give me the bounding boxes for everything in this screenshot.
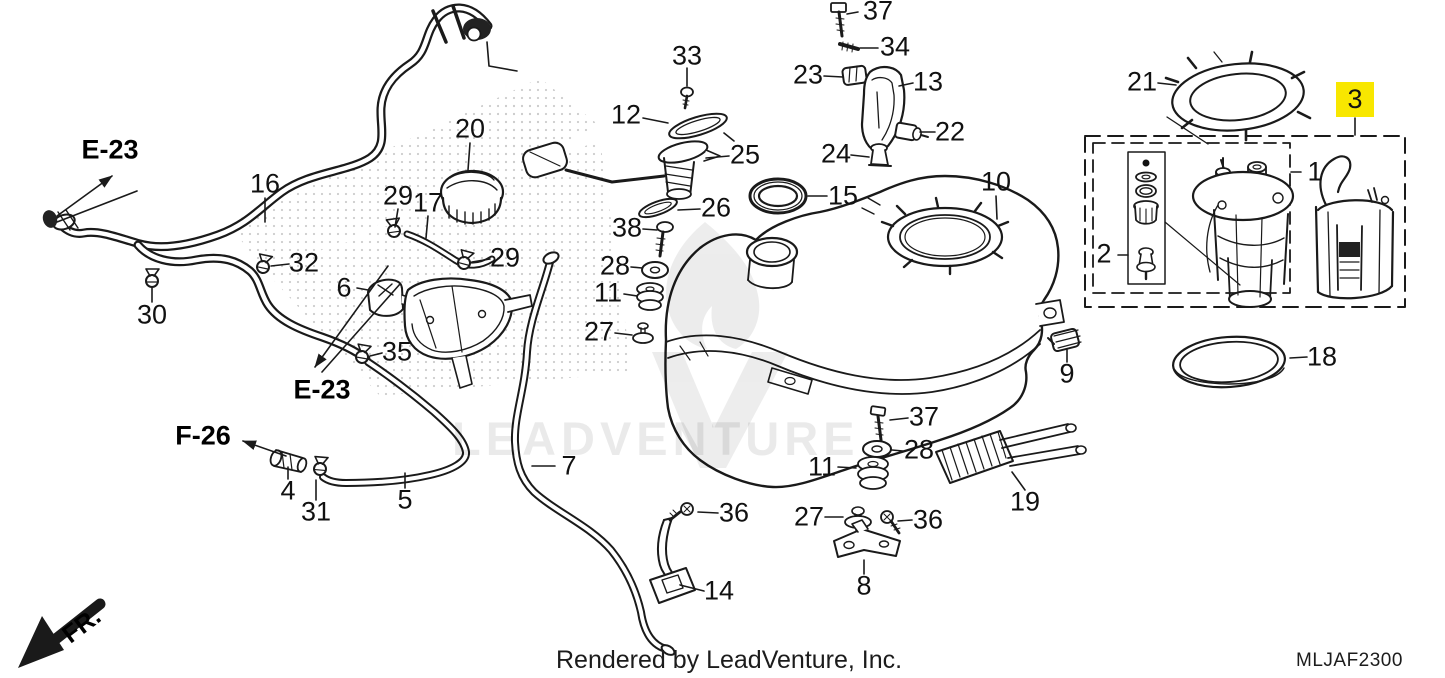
part-bracket-8 (833, 519, 901, 558)
part-fuel-tank-10 (664, 174, 1065, 489)
part-grommet-11-lower (857, 456, 889, 490)
callout-27-upper[interactable]: 27 (583, 316, 615, 347)
callout-11-lower[interactable]: 11 (807, 451, 837, 482)
part-bolt-37-lower (869, 405, 887, 442)
part-bracket-13 (860, 65, 906, 154)
part-grommet-24 (868, 143, 892, 167)
callout-32[interactable]: 32 (288, 247, 320, 278)
part-lock-plate-21 (1164, 50, 1312, 145)
callout-25[interactable]: 25 (729, 139, 761, 170)
part-bolt-36-lower (880, 510, 901, 535)
ref-label-e23-top[interactable]: E-23 (81, 134, 139, 165)
assembly-boxes (1084, 135, 1406, 308)
callout-1[interactable]: 1 (1307, 156, 1323, 187)
fr-direction-arrow (18, 598, 106, 668)
callout-28-lower[interactable]: 28 (903, 434, 935, 465)
part-bracket-14 (649, 517, 696, 604)
callout-14[interactable]: 14 (703, 575, 735, 606)
callout-7[interactable]: 7 (561, 450, 577, 481)
part-oring-18 (1172, 335, 1286, 389)
part-filler-tray-6 (367, 277, 533, 389)
callout-8[interactable]: 8 (856, 570, 872, 601)
part-bolt-37-top (830, 2, 847, 38)
leader-lines (56, 11, 1356, 592)
part-hose-5 (319, 358, 470, 487)
callout-34[interactable]: 34 (879, 31, 911, 62)
diagram-code: MLJAF2300 (1296, 650, 1403, 671)
callout-18[interactable]: 18 (1306, 341, 1338, 372)
callout-27-lower[interactable]: 27 (793, 501, 825, 532)
callout-36-left[interactable]: 36 (718, 497, 750, 528)
part-damper-9 (1047, 327, 1082, 353)
footer-credit: Rendered by LeadVenture, Inc. (556, 646, 903, 674)
part-cushion-23 (841, 64, 868, 86)
ref-label-f26[interactable]: F-26 (175, 420, 231, 451)
callout-37-top[interactable]: 37 (862, 0, 894, 26)
part-plate-12 (668, 112, 735, 142)
part-kit-2-contents (1133, 159, 1159, 281)
callout-2[interactable]: 2 (1096, 238, 1112, 269)
watermark-logo (652, 222, 788, 468)
part-hose-7 (510, 251, 676, 656)
callout-20[interactable]: 20 (454, 113, 486, 144)
part-grommet-11-upper (636, 282, 664, 311)
callout-30[interactable]: 30 (136, 299, 168, 330)
callout-29-upper[interactable]: 29 (382, 180, 414, 211)
callout-11-upper[interactable]: 11 (593, 277, 623, 308)
callout-38[interactable]: 38 (611, 212, 643, 243)
callout-3[interactable]: 3 (1347, 84, 1363, 114)
part-washer-28-lower (862, 440, 892, 458)
part-sensor-22 (894, 121, 929, 142)
callout-36-right[interactable]: 36 (912, 504, 944, 535)
part-clip-27-upper (632, 322, 654, 344)
callout-17[interactable]: 17 (412, 187, 444, 218)
callout-13[interactable]: 13 (912, 66, 944, 97)
callout-24[interactable]: 24 (820, 138, 852, 169)
part-pin-34 (838, 41, 860, 53)
part-stay-19 (935, 423, 1087, 484)
watermark-text: LEADVENTURE (452, 412, 860, 465)
part-seal-15 (748, 177, 808, 215)
part-pump-holder-3 (1314, 155, 1395, 300)
callout-9[interactable]: 9 (1059, 358, 1075, 389)
callout-4[interactable]: 4 (280, 475, 296, 506)
callout-15[interactable]: 15 (827, 180, 859, 211)
part-fuel-cap-20 (439, 169, 505, 225)
callout-35[interactable]: 35 (381, 336, 413, 367)
callout-37-lower[interactable]: 37 (908, 401, 940, 432)
part-washer-28-upper (641, 261, 669, 279)
callout-23[interactable]: 23 (792, 59, 824, 90)
callout-5[interactable]: 5 (397, 484, 413, 515)
callout-21[interactable]: 21 (1126, 66, 1158, 97)
callout-33[interactable]: 33 (671, 40, 703, 71)
callout-6[interactable]: 6 (336, 272, 352, 303)
callout-16[interactable]: 16 (249, 168, 281, 199)
stipple-texture (228, 78, 632, 396)
part-bolt-38 (655, 221, 674, 258)
part-gasket-26 (638, 197, 678, 219)
callout-26[interactable]: 26 (700, 192, 732, 223)
part-fuel-pump-module-1 (1191, 157, 1295, 308)
part-bolt-36-upper (668, 502, 694, 522)
callout-12[interactable]: 12 (610, 99, 642, 130)
callout-19[interactable]: 19 (1009, 486, 1041, 517)
callout-3-highlight[interactable]: 3 (1336, 82, 1374, 117)
part-hose-17 (403, 230, 496, 269)
part-bolt-33 (680, 86, 694, 110)
part-fuel-vent-hose-16 (42, 3, 518, 364)
ref-label-e23-bottom[interactable]: E-23 (293, 374, 351, 405)
callout-31[interactable]: 31 (300, 496, 332, 527)
callout-10[interactable]: 10 (980, 166, 1012, 197)
callout-22[interactable]: 22 (934, 116, 966, 147)
callout-29-lower[interactable]: 29 (489, 242, 521, 273)
callout-28-upper[interactable]: 28 (599, 250, 631, 281)
